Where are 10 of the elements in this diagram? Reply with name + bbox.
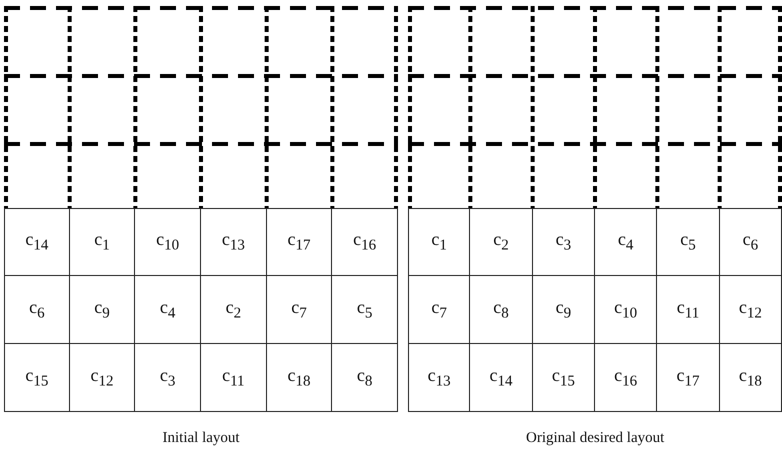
table-cell: c$_{1}$ [408,208,470,276]
caption: Initial layout [162,430,240,447]
table-cell: c$_{15}$ [4,343,70,412]
table-cell: c$_{6}$ [718,208,782,276]
table-cell: c$_{14}$ [4,208,70,276]
table-cell: c$_{8}$ [331,343,398,412]
table-cell: c$_{13}$ [408,343,470,412]
table-cell: c$_{18}$ [718,343,782,412]
caption: Original desired layout [526,430,664,447]
table-cell: c$_{16}$ [331,208,398,276]
